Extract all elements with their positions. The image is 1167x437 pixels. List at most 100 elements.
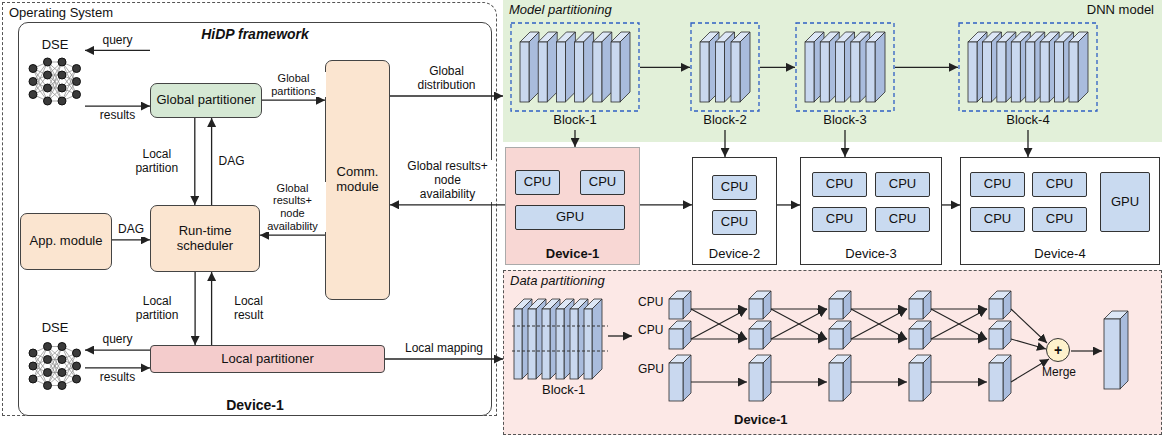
slab-front [669, 329, 683, 349]
edge-label: Global distribution [403, 65, 491, 93]
node-label: DNN model [1087, 3, 1154, 18]
connector-arrow [385, 358, 503, 359]
heading: Model partitioning [509, 3, 612, 18]
network-neuron [58, 58, 66, 66]
connector-arrow [85, 367, 150, 368]
processor-box: CPU [812, 207, 867, 232]
slab-side [592, 299, 602, 379]
process-box: Run-time scheduler [150, 205, 260, 272]
heading: HiDP framework [19, 26, 491, 42]
network-neuron [58, 97, 66, 105]
connector-arrow [390, 204, 505, 205]
edge-label: results [98, 371, 137, 385]
slab-side [923, 321, 931, 349]
slab-side [529, 32, 539, 102]
network-neuron [44, 382, 52, 390]
slab-side [843, 321, 851, 349]
edge-label: DAG [116, 223, 146, 237]
processor-box: CPU [515, 170, 560, 195]
network-neuron [73, 362, 81, 370]
network-neuron [73, 78, 81, 86]
processor-box: CPU [1032, 172, 1087, 197]
connector-arrow [194, 118, 195, 205]
slab-front [989, 329, 1003, 349]
edge-label: query [100, 333, 134, 347]
device-box: Device-4CPUCPUCPUCPUGPU [960, 157, 1160, 265]
device-box: Device-3CPUCPUCPUCPU [800, 157, 942, 265]
network-link [48, 62, 63, 101]
flow-arrow [851, 381, 907, 382]
connector-arrow [574, 130, 575, 147]
neural-network-icon [25, 334, 85, 398]
edge-label: query [100, 34, 134, 48]
slab-side [683, 321, 691, 349]
slab-front [556, 42, 565, 102]
connector-arrow [260, 234, 325, 235]
slab-front [829, 363, 843, 401]
heading: Device-4 [961, 247, 1159, 262]
processor-box: CPU [712, 210, 757, 235]
network-neuron [44, 97, 52, 105]
flow-arrow [931, 381, 987, 382]
flow-arrow [608, 335, 632, 336]
slab-front [520, 42, 529, 102]
slab-front [909, 329, 923, 349]
network-neuron [29, 362, 37, 370]
processor-box: GPU [1100, 172, 1150, 232]
network-neuron [29, 78, 37, 86]
edge-label: Local result [217, 295, 281, 323]
dse-network: DSE [25, 318, 85, 398]
slab-front [997, 42, 1006, 102]
annotation-label: Merge [1040, 366, 1078, 380]
processor-box: CPU [580, 170, 625, 195]
annotation-label: CPU [636, 324, 665, 338]
block-outline [511, 23, 639, 111]
connector-arrow [760, 67, 795, 68]
split-line [512, 326, 608, 327]
heading: Block-1 [510, 113, 640, 128]
network-neuron [73, 65, 81, 73]
slab-front [584, 309, 592, 379]
split-line [512, 351, 608, 352]
merge-arrow [1071, 350, 1102, 351]
device-box: Device-1CPUCPUGPU [505, 147, 640, 265]
slab-front [1104, 319, 1120, 389]
node-label: CPU [826, 212, 853, 227]
node-label: Local partitioner [221, 352, 314, 367]
slab-front [538, 42, 547, 102]
process-box: App. module [20, 213, 112, 270]
flow-arrow [931, 308, 987, 309]
edge-label: Global partitions [262, 72, 326, 97]
dnn-block: Block-2 [690, 22, 760, 130]
node-label: CPU [984, 212, 1011, 227]
flow-arrow [931, 309, 987, 339]
connector-arrow [942, 204, 960, 205]
connector-arrow [211, 118, 212, 205]
merge-circle: + [1046, 338, 1070, 362]
connector-arrow [895, 67, 958, 68]
flow-arrow [931, 309, 987, 339]
slab-side [875, 32, 885, 102]
slab-side [584, 32, 594, 102]
slab-front [820, 42, 829, 102]
processor-box: CPU [970, 207, 1025, 232]
slab-front [968, 42, 977, 102]
flow-arrow [851, 309, 907, 339]
slab-front [1055, 42, 1064, 102]
slab-front [542, 309, 550, 379]
slab-front [866, 42, 875, 102]
process-box: Global partitioner [150, 83, 262, 118]
flow-arrow [851, 338, 907, 339]
slab-side [602, 32, 612, 102]
slab-side [843, 355, 851, 401]
slab-front [989, 363, 1003, 401]
node-label: CPU [524, 175, 551, 190]
processor-box: CPU [970, 172, 1025, 197]
node-label: Device-1 [19, 397, 491, 413]
dnn-block: Block-4 [958, 22, 1098, 130]
heading: Device-1 [506, 247, 639, 262]
node-label: GPU [1111, 195, 1139, 210]
flow-arrow [691, 309, 747, 339]
slab-front [1040, 42, 1049, 102]
